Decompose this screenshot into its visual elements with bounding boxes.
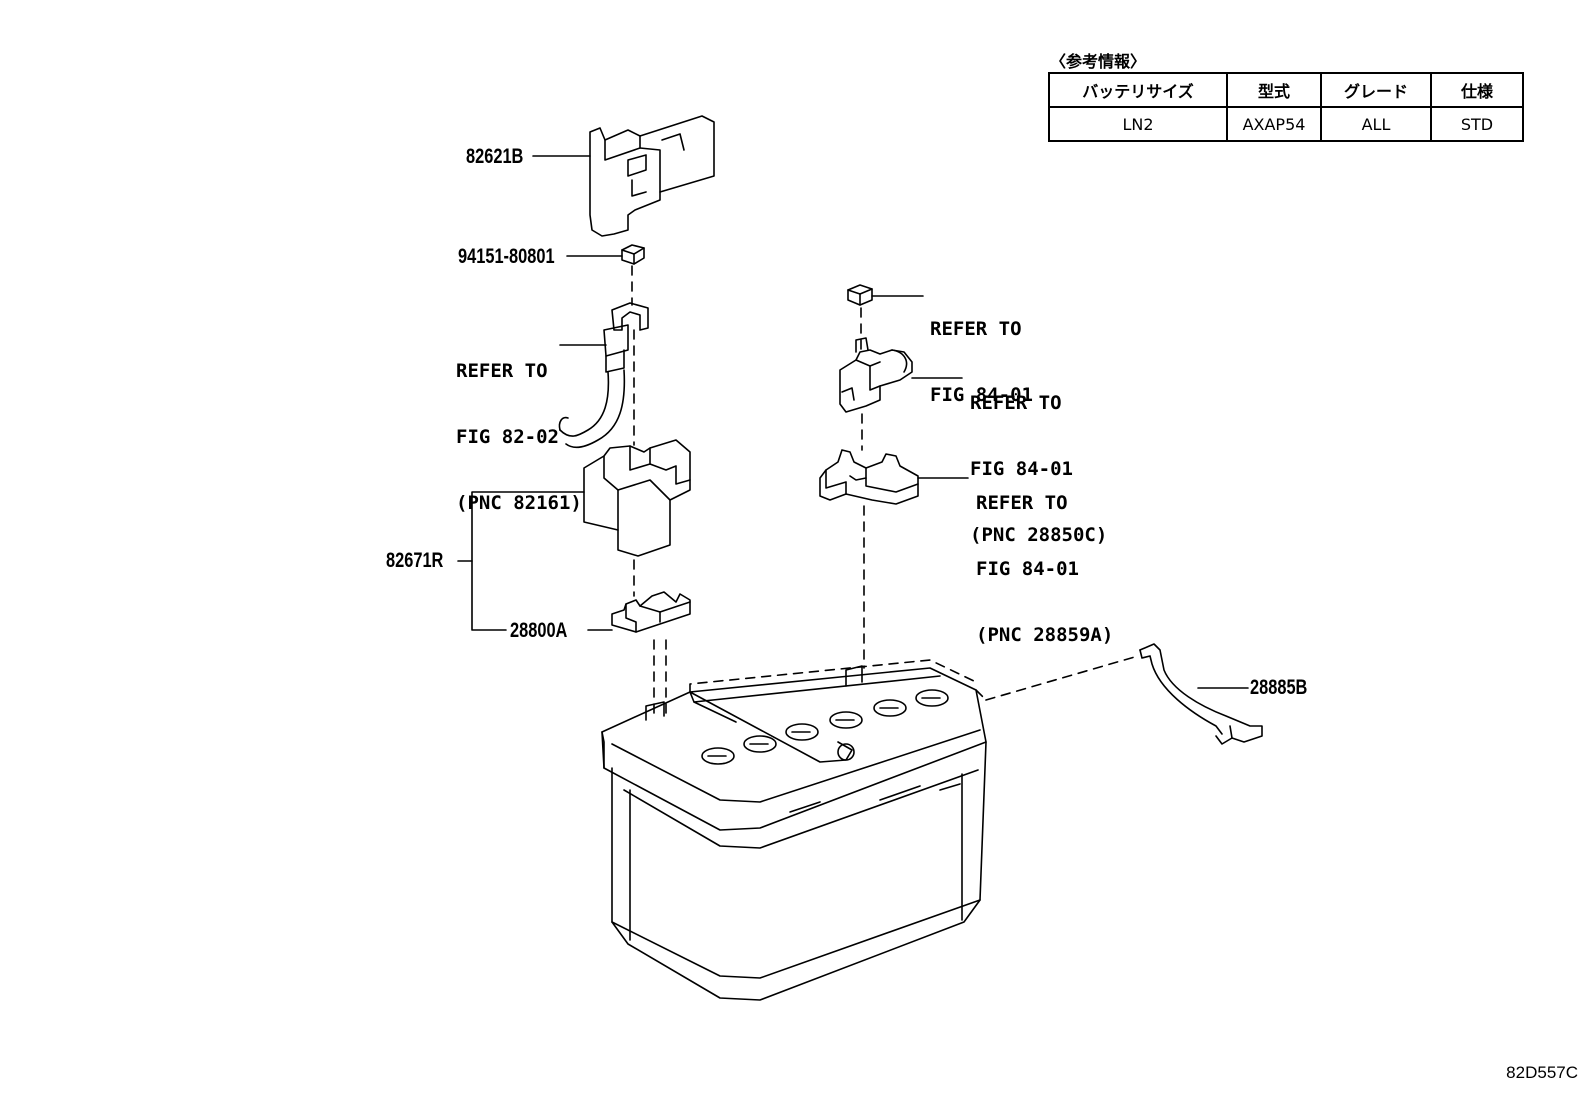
refer-note-line: (PNC 28850C) xyxy=(970,524,1108,546)
dash-axis-wire xyxy=(985,655,1139,701)
info-title: 〈参考情報〉 xyxy=(1050,52,1147,71)
wire-28885B-drawing xyxy=(1139,643,1263,745)
info-header-row: バッテリサイズ 型式 グレード 仕様 xyxy=(1048,72,1524,108)
refer-note-line: FIG 82-02 xyxy=(456,426,559,448)
info-table: バッテリサイズ 型式 グレード 仕様 LN2 AXAP54 ALL STD xyxy=(1048,72,1524,142)
info-value-grade: ALL xyxy=(1320,106,1432,142)
info-value-spec: STD xyxy=(1430,106,1524,142)
part-number-28800A[interactable]: 28800A xyxy=(510,619,568,642)
info-header-model: 型式 xyxy=(1226,72,1322,108)
part-number-82671R[interactable]: 82671R xyxy=(386,549,444,572)
cover-82671R-drawing xyxy=(583,439,691,557)
refer-note-fig-84-01-28850C[interactable]: REFER TO FIG 84-01 (PNC 28850C) xyxy=(970,348,1107,568)
refer-note-fig-84-01-28859A[interactable]: REFER TO FIG 84-01 (PNC 28859A) xyxy=(976,448,1113,668)
refer-note-fig-84-01-nut[interactable]: REFER TO FIG 84-01 xyxy=(930,274,1033,428)
refer-note-line: REFER TO xyxy=(930,318,1022,340)
bracket-28859A-drawing xyxy=(819,449,919,505)
info-value-model: AXAP54 xyxy=(1226,106,1322,142)
refer-note-line: FIG 84-01 xyxy=(976,558,1079,580)
refer-note-line: FIG 84-01 xyxy=(970,458,1073,480)
refer-note-line: REFER TO xyxy=(970,392,1062,414)
refer-note-line: (PNC 28859A) xyxy=(976,624,1114,646)
cover-28800A-drawing xyxy=(611,591,691,633)
battery-drawing xyxy=(601,659,987,1001)
refer-note-fig-82-02[interactable]: REFER TO FIG 82-02 (PNC 82161) xyxy=(456,316,582,536)
refer-note-line: REFER TO xyxy=(456,360,548,382)
part-number-82621B[interactable]: 82621B xyxy=(466,145,524,168)
info-header-spec: 仕様 xyxy=(1430,72,1524,108)
info-value-battery-size: LN2 xyxy=(1048,106,1228,142)
terminal-cable-drawing xyxy=(558,302,649,449)
info-header-grade: グレード xyxy=(1320,72,1432,108)
part-number-28885B[interactable]: 28885B xyxy=(1250,676,1308,699)
cover-82621B-drawing xyxy=(589,115,715,237)
fusible-link-drawing xyxy=(839,337,913,413)
part-number-94151-80801[interactable]: 94151-80801 xyxy=(458,245,555,268)
figure-code: 82D557C xyxy=(1506,1063,1578,1082)
info-header-battery-size: バッテリサイズ xyxy=(1048,72,1228,108)
refer-note-line: (PNC 82161) xyxy=(456,492,582,514)
nut-94151-drawing xyxy=(621,244,645,265)
info-value-row: LN2 AXAP54 ALL STD xyxy=(1048,106,1524,142)
refer-note-line: FIG 84-01 xyxy=(930,384,1033,406)
nut-84-01-drawing xyxy=(847,284,873,306)
refer-note-line: REFER TO xyxy=(976,492,1068,514)
